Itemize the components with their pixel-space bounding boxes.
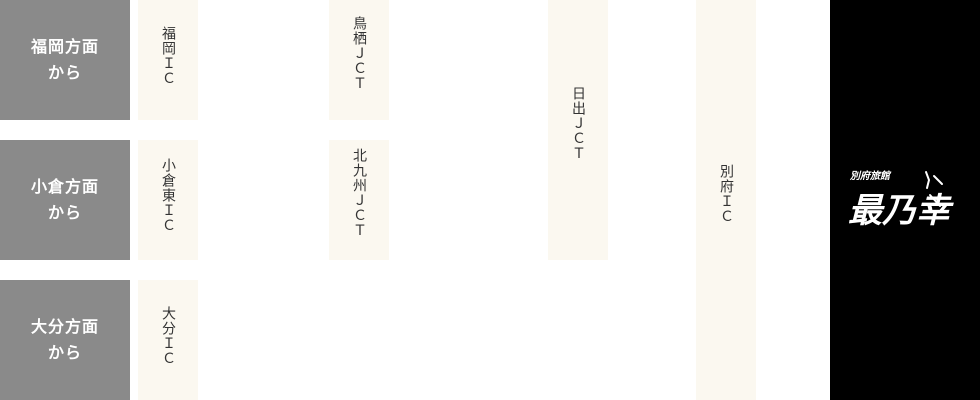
- jct-box-kitakyushu: 北九州ＪＣＴ: [329, 140, 389, 260]
- origin-kokura: 小倉方面 から: [0, 140, 130, 260]
- origin-kokura-line2: から: [47, 203, 82, 222]
- ic-label-oita: 大分ＩＣ: [160, 306, 176, 366]
- jct-label-hiji: 日出ＪＣＴ: [570, 86, 586, 161]
- logo-panel: 別府旅館 最乃幸: [830, 0, 980, 400]
- origin-oita-line2: から: [47, 343, 82, 362]
- origin-fukuoka-line1: 福岡方面: [30, 37, 99, 56]
- origin-oita-line1: 大分方面: [30, 317, 99, 336]
- ic-label-beppu: 別府ＩＣ: [718, 164, 734, 224]
- jct-box-tosu: 鳥栖ＪＣＴ: [329, 0, 389, 120]
- origin-oita: 大分方面 から: [0, 280, 130, 400]
- origin-fukuoka-line2: から: [47, 63, 82, 82]
- ic-box-beppu: 別府ＩＣ: [696, 0, 756, 400]
- ic-label-fukuoka: 福岡ＩＣ: [160, 26, 176, 86]
- origin-kokura-line1: 小倉方面: [30, 177, 99, 196]
- ic-box-oita: 大分ＩＣ: [138, 280, 198, 400]
- jct-box-hiji: 日出ＪＣＴ: [548, 0, 608, 260]
- origin-fukuoka: 福岡方面 から: [0, 0, 130, 120]
- logo-brush-accent-icon: [925, 171, 943, 207]
- ic-label-kokura-higashi: 小倉東ＩＣ: [160, 158, 176, 233]
- ic-box-kokura-higashi: 小倉東ＩＣ: [138, 140, 198, 260]
- ryokan-logo: 別府旅館 最乃幸: [848, 170, 954, 231]
- logo-small-text: 別府旅館: [849, 170, 892, 182]
- ic-box-fukuoka: 福岡ＩＣ: [138, 0, 198, 120]
- jct-label-kitakyushu: 北九州ＪＣＴ: [351, 148, 367, 238]
- logo-main-text: 最乃幸: [848, 191, 954, 231]
- jct-label-tosu: 鳥栖ＪＣＴ: [351, 16, 367, 91]
